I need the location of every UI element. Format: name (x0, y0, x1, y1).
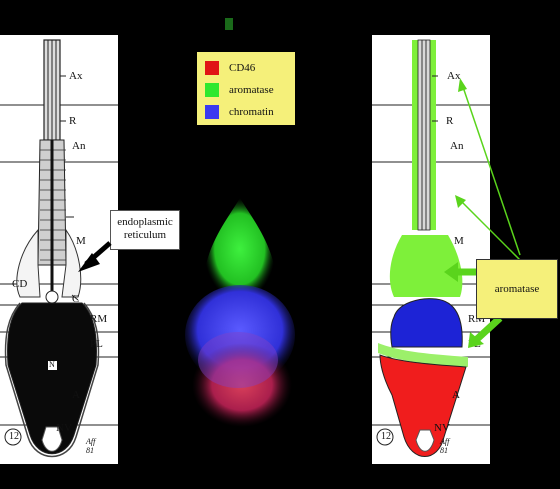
right-label-rm: RM (468, 313, 486, 325)
aromatase-green-signal (204, 198, 276, 300)
left-schematic-panel: Ax R An M CD C RM PL N A NV 12 Aff 81 (0, 35, 118, 464)
label-r: R (69, 115, 77, 127)
callout-line-2: reticulum (123, 229, 167, 241)
label-c: C (72, 293, 80, 305)
color-legend: CD46 aromatase chromatin (197, 52, 295, 125)
callout-arrow-head (78, 253, 100, 272)
legend-label-cd46: CD46 (229, 62, 256, 74)
label-rm: RM (90, 313, 108, 325)
label-a: A (72, 389, 80, 401)
figure-number: 12 (9, 431, 19, 442)
label-ax: Ax (69, 70, 83, 82)
tail-fluorescence-speck (225, 18, 233, 30)
right-label-an: An (450, 140, 464, 152)
label-n: N (49, 360, 55, 369)
aromatase-annotation-box: aromatase (476, 259, 558, 319)
legend-swatch-cd46 (205, 61, 219, 75)
right-figure-number: 12 (381, 431, 391, 442)
arrow-to-tail (459, 199, 521, 261)
right-artist-signature: Aff 81 (440, 437, 450, 455)
legend-label-aromatase: aromatase (229, 84, 274, 96)
arrow-to-pl (473, 315, 503, 343)
legend-swatch-chromatin (205, 105, 219, 119)
callout-line-1: endoplasmic (117, 216, 173, 228)
postacrosomal-aromatase-band (378, 343, 468, 367)
right-label-a: A (452, 389, 460, 401)
label-nv: NV (56, 422, 72, 434)
sperm-line-drawing (0, 39, 118, 458)
artist-signature: Aff 81 (86, 437, 96, 455)
cd46-region (379, 354, 467, 457)
cd46-red-signal (192, 343, 292, 427)
label-an: An (72, 140, 86, 152)
midpiece-aromatase-region (389, 235, 463, 297)
fluorescence-micrograph (185, 18, 295, 427)
label-pl: PL (90, 338, 103, 350)
right-label-m: M (454, 235, 464, 247)
right-label-nv: NV (434, 422, 450, 434)
label-cd: CD (12, 278, 28, 290)
arrow-to-ax (461, 83, 521, 256)
colored-sperm-drawing (372, 39, 490, 457)
right-label-r: R (446, 115, 454, 127)
overlap-purple (198, 332, 278, 388)
chromatin-region (390, 298, 463, 348)
endoplasmic-reticulum-callout: endoplasmic reticulum (110, 210, 180, 250)
legend-label-chromatin: chromatin (229, 106, 274, 118)
right-label-ax: Ax (447, 70, 461, 82)
label-m: M (76, 235, 86, 247)
legend-swatch-aromatase (205, 83, 219, 97)
